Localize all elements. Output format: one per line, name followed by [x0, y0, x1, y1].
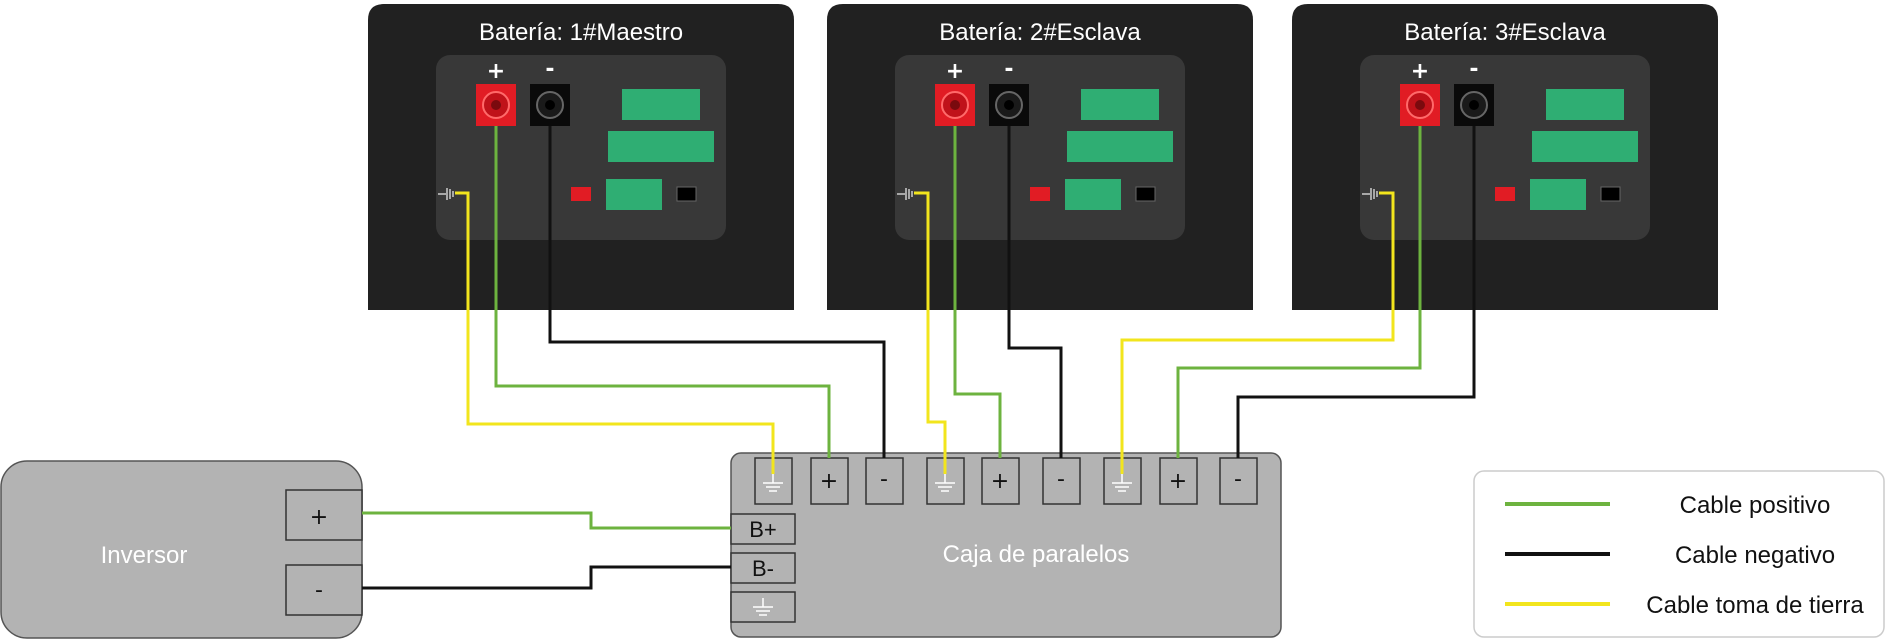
inverter-minus-terminal [285, 564, 363, 616]
battery-1-ground-icon [438, 188, 454, 200]
ground-icon [763, 474, 783, 492]
battery-3-positive-terminal [1400, 84, 1440, 126]
wires [362, 126, 1476, 590]
parallel-box: Caja de paralelos + - + - + - B+ B- [730, 452, 1282, 638]
battery-1-plus-label: + [487, 59, 505, 84]
box-plus-label-3: + [1169, 469, 1187, 494]
box-minus-terminal-1 [865, 457, 904, 505]
battery-1: Batería: 1#Maestro + - [368, 4, 794, 310]
box-plus-terminal-2 [981, 457, 1020, 505]
battery-2-positive-terminal [935, 84, 975, 126]
battery-2-negative-terminal [989, 84, 1029, 126]
ground-icon [935, 474, 955, 492]
ground-icon [753, 598, 773, 616]
wire-negative-battery-1 [548, 126, 886, 458]
battery-2-display [1065, 179, 1121, 210]
battery-2-plus-label: + [946, 59, 964, 84]
legend-negative-label: Cable negativo [1675, 542, 1835, 569]
battery-2-ground-icon [897, 188, 913, 200]
battery-3-led [1600, 186, 1621, 202]
wire-ground-battery-3 [1120, 191, 1395, 474]
box-minus-label-3: - [1234, 467, 1242, 492]
box-b-plus-label: B+ [749, 517, 777, 542]
box-minus-label-2: - [1057, 467, 1065, 492]
battery-1-minus-label: - [545, 57, 554, 82]
battery-1-display [608, 131, 714, 162]
battery-1-positive-terminal [476, 84, 516, 126]
inverter-plus-terminal [285, 489, 363, 541]
battery-3-led [1495, 187, 1515, 201]
battery-3-negative-terminal [1454, 84, 1494, 126]
battery-3-display [1532, 131, 1638, 162]
inverter-label: Inversor [101, 542, 188, 569]
parallel-box-label: Caja de paralelos [943, 541, 1130, 568]
wire-positive-battery-2 [953, 126, 1002, 458]
ground-icon [1112, 474, 1132, 492]
battery-1-display [606, 179, 662, 210]
battery-1-display [622, 89, 700, 120]
battery-1-led [676, 186, 697, 202]
box-plus-label-2: + [991, 469, 1009, 494]
battery-2: Batería: 2#Esclava + - [827, 4, 1253, 310]
wire-positive-battery-1 [494, 126, 831, 458]
wire-negative-battery-2 [1007, 126, 1063, 458]
battery-3-plus-label: + [1411, 59, 1429, 84]
battery-3-display [1546, 89, 1624, 120]
box-minus-terminal-3 [1219, 457, 1258, 505]
battery-2-minus-label: - [1004, 57, 1013, 82]
legend: Cable positivo Cable negativo Cable toma… [1473, 470, 1885, 638]
wire-positive-inverter [362, 511, 731, 530]
battery-3-display [1530, 179, 1586, 210]
battery-2-title: Batería: 2#Esclava [939, 19, 1141, 46]
box-minus-label-1: - [880, 467, 888, 492]
wire-ground-battery-2 [914, 191, 947, 474]
inverter: Inversor + - [0, 460, 363, 639]
battery-1-title: Batería: 1#Maestro [479, 19, 683, 46]
battery-3-title: Batería: 3#Esclava [1404, 19, 1606, 46]
inverter-minus-label: - [315, 578, 323, 603]
battery-1-led [571, 187, 591, 201]
battery-1-negative-terminal [530, 84, 570, 126]
inverter-plus-label: + [310, 505, 328, 530]
box-b-plus-terminal [730, 513, 796, 545]
battery-3-ground-icon [1362, 188, 1378, 200]
box-plus-label-1: + [820, 469, 838, 494]
wire-ground-battery-1 [455, 191, 775, 474]
wire-negative-battery-3 [1236, 126, 1476, 458]
battery-2-led [1135, 186, 1156, 202]
battery-2-led [1030, 187, 1050, 201]
wire-positive-battery-3 [1176, 126, 1422, 458]
wire-negative-inverter [362, 565, 731, 590]
legend-ground-label: Cable toma de tierra [1646, 592, 1864, 619]
battery-3-minus-label: - [1469, 57, 1478, 82]
battery-2-display [1081, 89, 1159, 120]
box-minus-terminal-2 [1042, 457, 1081, 505]
legend-positive-label: Cable positivo [1680, 492, 1831, 519]
battery-2-display [1067, 131, 1173, 162]
box-b-minus-label: B- [752, 556, 774, 581]
box-plus-terminal-1 [810, 457, 849, 505]
box-b-minus-terminal [730, 552, 796, 584]
battery-3: Batería: 3#Esclava + - [1292, 4, 1718, 310]
